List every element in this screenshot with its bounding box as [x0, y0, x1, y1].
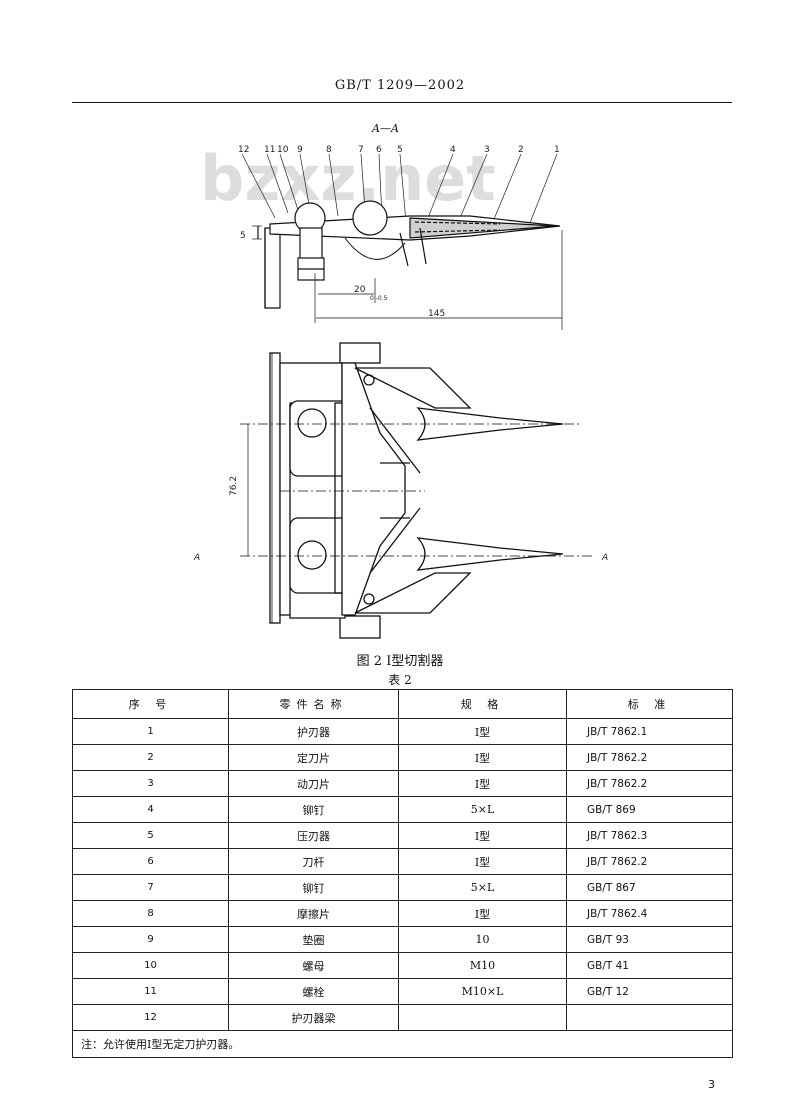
callout-7: 7 [358, 145, 364, 155]
callout-10: 10 [277, 145, 289, 155]
callout-8: 8 [326, 145, 332, 155]
cell-spec [398, 1004, 567, 1031]
callout-12: 12 [238, 145, 249, 155]
cell-spec: Ⅰ型 [398, 848, 567, 875]
cell-no: 8 [72, 900, 229, 927]
table-caption: 表 2 [388, 673, 412, 687]
callout-9: 9 [297, 145, 303, 155]
callout-11: 11 [264, 145, 275, 155]
section-mark-left: A [193, 553, 200, 563]
header-no: 序 号 [72, 689, 229, 719]
table-note-row: 注：允许使用Ⅰ型无定刀护刃器。 [72, 1030, 733, 1058]
cell-name: 垫圈 [228, 926, 399, 953]
leader-lines [241, 153, 558, 229]
cell-name: 护刃器梁 [228, 1004, 399, 1031]
cell-name: 铆钉 [228, 796, 399, 823]
cell-spec: Ⅰ型 [398, 822, 567, 849]
section-mark-right: A [601, 553, 608, 563]
center-lines [240, 423, 595, 557]
cell-standard: JB/T 7862.3 [566, 822, 733, 849]
table-note: 注：允许使用Ⅰ型无定刀护刃器。 [72, 1030, 733, 1058]
dim-pitch: 76.2 [229, 476, 239, 496]
header-name: 零件名称 [228, 689, 399, 719]
cell-spec: Ⅰ型 [398, 900, 567, 927]
cell-name: 动刀片 [228, 770, 399, 797]
callout-5: 5 [397, 145, 403, 155]
header-standard: 标 准 [566, 689, 733, 719]
cell-no: 10 [72, 952, 229, 979]
cell-no: 1 [72, 718, 229, 745]
cell-name: 护刃器 [228, 718, 399, 745]
cell-spec: 10 [398, 926, 567, 953]
section-view [252, 200, 563, 330]
cell-name: 定刀片 [228, 744, 399, 771]
cell-standard: GB/T 41 [566, 952, 733, 979]
callout-1: 1 [554, 145, 560, 155]
cell-name: 螺栓 [228, 978, 399, 1005]
cell-name: 摩擦片 [228, 900, 399, 927]
cell-no: 9 [72, 926, 229, 953]
callout-3: 3 [484, 145, 490, 155]
cell-standard: GB/T 867 [566, 874, 733, 901]
cell-spec: M10 [398, 952, 567, 979]
dim-offset: 20 [354, 285, 366, 295]
cell-no: 2 [72, 744, 229, 771]
cutter-drawing: bzxz.net 12 11 10 9 8 7 6 5 4 3 2 1 [193, 142, 608, 639]
cell-standard: GB/T 869 [566, 796, 733, 823]
section-label: A—A [372, 122, 399, 135]
cell-standard: GB/T 12 [566, 978, 733, 1005]
callout-6: 6 [376, 145, 382, 155]
cell-spec: Ⅰ型 [398, 770, 567, 797]
cell-no: 6 [72, 848, 229, 875]
cell-spec: 5×L [398, 874, 567, 901]
cell-standard: JB/T 7862.1 [566, 718, 733, 745]
cell-no: 3 [72, 770, 229, 797]
cell-spec: M10×L [398, 978, 567, 1005]
cell-no: 11 [72, 978, 229, 1005]
cell-spec: Ⅰ型 [398, 744, 567, 771]
callout-4: 4 [450, 145, 456, 155]
cell-standard: JB/T 7862.2 [566, 848, 733, 875]
cell-no: 12 [72, 1004, 229, 1031]
cell-standard: JB/T 7862.4 [566, 900, 733, 927]
cell-no: 4 [72, 796, 229, 823]
header-spec: 规 格 [398, 689, 567, 719]
cell-standard: GB/T 93 [566, 926, 733, 953]
cell-standard: JB/T 7862.2 [566, 770, 733, 797]
dim-length: 145 [428, 309, 445, 319]
figure-caption: 图 2 Ⅰ型切割器 [356, 654, 444, 669]
dim-thickness: 5 [240, 231, 246, 241]
cell-name: 压刃器 [228, 822, 399, 849]
cell-name: 螺母 [228, 952, 399, 979]
cell-standard: JB/T 7862.2 [566, 744, 733, 771]
table-header-row: 序 号 零件名称 规 格 标 准 [72, 689, 733, 719]
cell-standard [566, 1004, 733, 1031]
watermark: bzxz.net [200, 142, 496, 215]
callout-2: 2 [518, 145, 524, 155]
cell-no: 5 [72, 822, 229, 849]
cell-name: 铆钉 [228, 874, 399, 901]
header-rule [72, 102, 732, 103]
standard-number: GB/T 1209—2002 [334, 78, 466, 93]
page-number: 3 [708, 1078, 715, 1091]
dim-offset-tol: 0 -0.5 [370, 295, 388, 302]
plan-view [269, 342, 564, 639]
cell-spec: Ⅰ型 [398, 718, 567, 745]
cell-no: 7 [72, 874, 229, 901]
cell-spec: 5×L [398, 796, 567, 823]
cell-name: 刀杆 [228, 848, 399, 875]
